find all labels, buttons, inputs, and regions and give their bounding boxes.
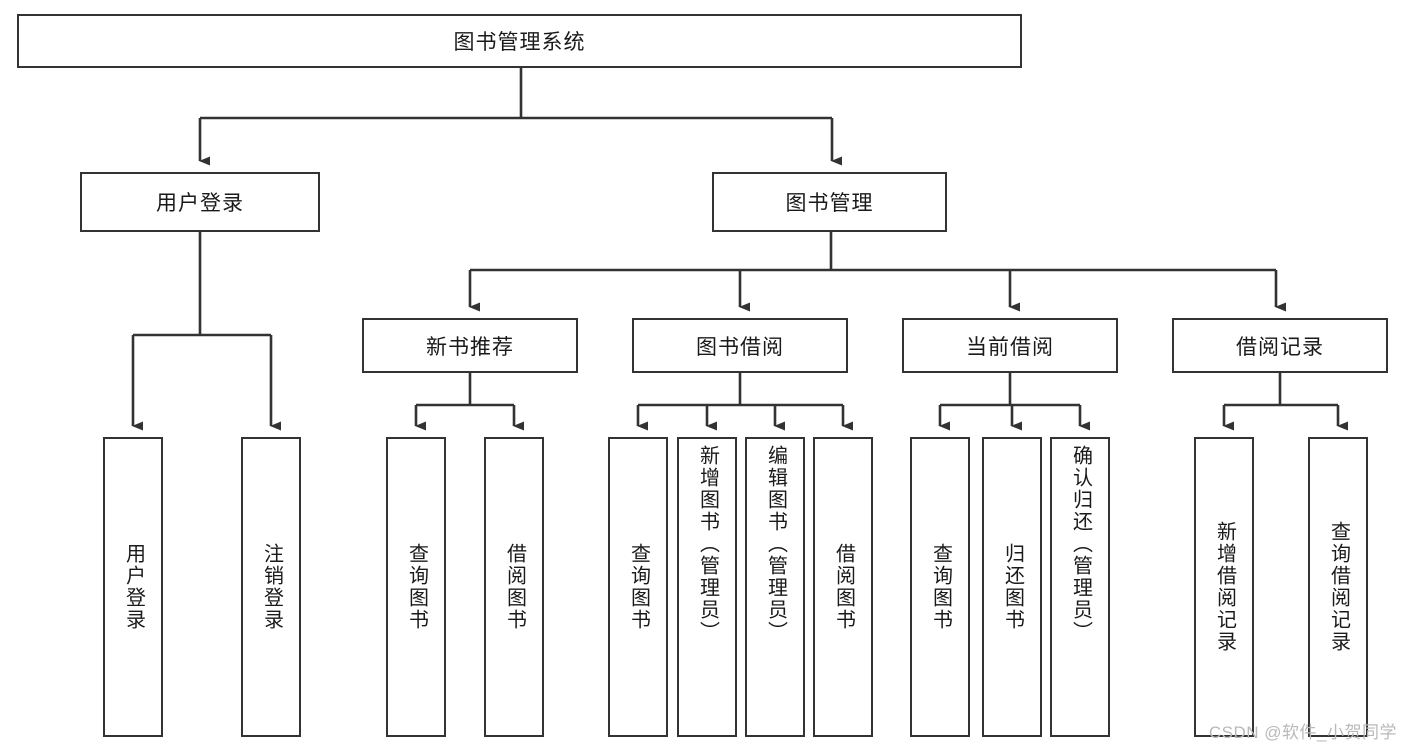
node-new-book-recommend-label: 新书推荐 bbox=[426, 335, 514, 359]
node-book-manage[interactable]: 图书管理 bbox=[712, 172, 947, 232]
node-root-label: 图书管理系统 bbox=[453, 31, 586, 54]
node-nbr-borrow-book[interactable]: 借阅图书 bbox=[484, 437, 544, 737]
node-cb-return-book[interactable]: 归还图书 bbox=[982, 437, 1042, 737]
node-borrow-record-label: 借阅记录 bbox=[1236, 335, 1324, 359]
node-root[interactable]: 图书管理系统 bbox=[17, 14, 1022, 68]
node-nbr-query-book-label: 查询图书 bbox=[405, 543, 428, 631]
node-bb-edit-book-label: 编辑图书（管理员） bbox=[764, 445, 787, 643]
node-book-borrow-label: 图书借阅 bbox=[696, 335, 784, 359]
node-nbr-query-book[interactable]: 查询图书 bbox=[386, 437, 446, 737]
node-br-add-record[interactable]: 新增借阅记录 bbox=[1194, 437, 1254, 737]
node-user-logout[interactable]: 注销登录 bbox=[241, 437, 301, 737]
node-user-login-do-label: 用户登录 bbox=[122, 543, 145, 631]
node-bb-borrow-book[interactable]: 借阅图书 bbox=[813, 437, 873, 737]
node-borrow-record[interactable]: 借阅记录 bbox=[1172, 318, 1388, 373]
node-bb-query-book-label: 查询图书 bbox=[627, 543, 650, 631]
node-user-logout-label: 注销登录 bbox=[260, 543, 283, 631]
node-bb-query-book[interactable]: 查询图书 bbox=[608, 437, 668, 737]
watermark: CSDN @软件_小贺同学 bbox=[1208, 723, 1397, 742]
node-bb-edit-book[interactable]: 编辑图书（管理员） bbox=[745, 437, 805, 737]
node-br-query-record[interactable]: 查询借阅记录 bbox=[1308, 437, 1368, 737]
node-br-add-record-label: 新增借阅记录 bbox=[1213, 521, 1236, 653]
node-book-manage-label: 图书管理 bbox=[785, 192, 874, 215]
node-cb-confirm-return-label: 确认归还（管理员） bbox=[1069, 445, 1092, 643]
node-book-borrow[interactable]: 图书借阅 bbox=[632, 318, 848, 373]
node-user-login[interactable]: 用户登录 bbox=[80, 172, 320, 232]
node-cb-query-book[interactable]: 查询图书 bbox=[910, 437, 970, 737]
node-cb-confirm-return[interactable]: 确认归还（管理员） bbox=[1050, 437, 1110, 737]
node-bb-add-book[interactable]: 新增图书（管理员） bbox=[677, 437, 737, 737]
node-user-login-label: 用户登录 bbox=[156, 192, 244, 215]
node-current-borrow[interactable]: 当前借阅 bbox=[902, 318, 1118, 373]
node-bb-borrow-book-label: 借阅图书 bbox=[832, 543, 855, 631]
node-br-query-record-label: 查询借阅记录 bbox=[1327, 521, 1350, 653]
node-new-book-recommend[interactable]: 新书推荐 bbox=[362, 318, 578, 373]
node-cb-query-book-label: 查询图书 bbox=[929, 543, 952, 631]
node-bb-add-book-label: 新增图书（管理员） bbox=[696, 445, 719, 643]
node-current-borrow-label: 当前借阅 bbox=[966, 335, 1054, 359]
node-user-login-do[interactable]: 用户登录 bbox=[103, 437, 163, 737]
node-cb-return-book-label: 归还图书 bbox=[1001, 543, 1024, 631]
node-nbr-borrow-book-label: 借阅图书 bbox=[503, 543, 526, 631]
